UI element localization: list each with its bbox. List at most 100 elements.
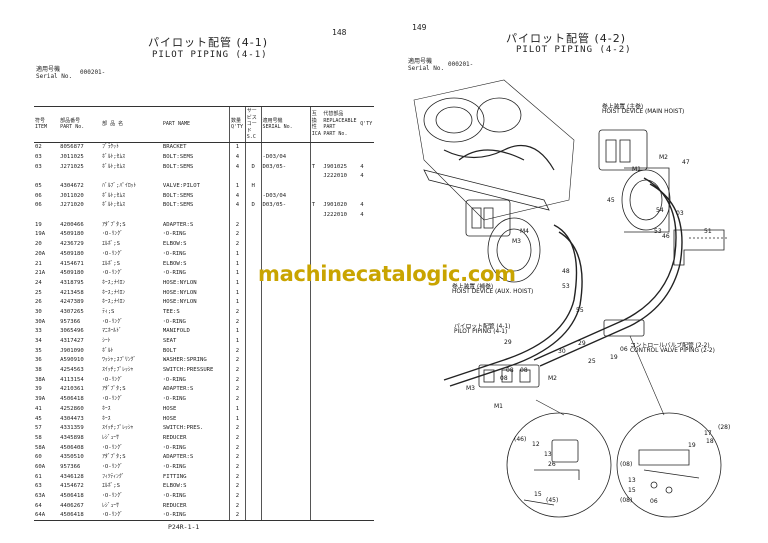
- cell-rep-part: [322, 346, 359, 356]
- cell-qty: 2: [229, 491, 246, 501]
- page-title: PILOT PIPING (4-2): [516, 45, 632, 55]
- callout-label: 13: [544, 451, 552, 458]
- cell-serial: [260, 452, 311, 463]
- cell-serial: [260, 481, 311, 492]
- callout-label: (45): [546, 497, 559, 504]
- cell-qty: 2: [229, 220, 246, 230]
- cell-part: 4318795: [60, 279, 84, 286]
- cell-name: ADAPTER:S: [162, 386, 194, 393]
- cell-name: SWITCH:PRES.: [162, 425, 204, 432]
- page-number: 149: [412, 23, 427, 32]
- callout-label: 51: [704, 228, 712, 235]
- cell-item: 58A: [35, 444, 46, 451]
- cell-jp: ﾃｨ;S: [102, 308, 115, 315]
- cell-ic: [309, 326, 323, 337]
- callout-label: (08): [620, 497, 633, 504]
- cell-ic: [309, 394, 323, 405]
- callout-label: 53: [654, 228, 662, 235]
- cell-part: J011020: [60, 192, 84, 199]
- cell-qty: 2: [229, 229, 246, 240]
- cell-sc: [244, 355, 262, 366]
- cell-rep-part: [322, 482, 359, 492]
- cell-sc: [244, 423, 262, 434]
- cell-serial: [260, 258, 311, 269]
- cell-rep-part: J222010: [323, 212, 347, 219]
- cell-part: 4154671: [60, 260, 84, 267]
- aux-hoist-label-jp: 巻上装置 (補巻): [452, 284, 494, 290]
- cell-rep-qty: [359, 288, 374, 298]
- cell-ic: [309, 433, 323, 443]
- cell-item: 02: [35, 144, 42, 151]
- cell-rep-qty: [359, 346, 374, 356]
- cell-rep-part: J901020: [323, 202, 347, 209]
- cell-rep-part: [322, 298, 359, 308]
- detail-circle-right: [616, 412, 722, 518]
- cell-jp: ･O-ﾘﾝｸﾞ: [102, 250, 123, 257]
- cell-ic: [309, 287, 323, 298]
- cell-item: 21A: [35, 270, 46, 277]
- cell-item: 06: [35, 192, 42, 199]
- cell-rep-part: [322, 375, 359, 385]
- cell-serial: [260, 307, 311, 317]
- cell-ic: [309, 404, 323, 414]
- cell-serial: [260, 316, 311, 327]
- cell-sc: D: [244, 161, 262, 172]
- cell-item: 25: [35, 289, 42, 296]
- cell-part: 4506418: [60, 493, 84, 500]
- cell-jp: ･O-ﾘﾝｸﾞ: [102, 396, 123, 403]
- cell-qty: 2: [229, 433, 246, 443]
- cell-rep-qty: [359, 181, 374, 191]
- cell-rep-part: [322, 336, 359, 346]
- cell-rep-qty: [359, 491, 374, 501]
- cell-qty: 2: [229, 355, 246, 366]
- cell-qty: 1: [229, 268, 246, 279]
- cell-ic: [309, 510, 323, 522]
- cell-rep-part: [322, 462, 359, 472]
- cell-rep-part: J222010: [323, 173, 347, 180]
- cell-name: ELBOW:S: [162, 241, 187, 248]
- cell-jp: ﾎﾞﾙﾄ;ｾﾑｽ: [102, 192, 126, 199]
- cell-ic: [309, 190, 323, 201]
- cell-serial: [260, 278, 311, 288]
- cell-ic: [309, 413, 323, 424]
- cell-item: 35: [35, 347, 42, 354]
- drum-frame-illustration: [413, 79, 575, 221]
- cell-rep-part: [322, 394, 359, 404]
- cell-rep-part: [322, 307, 359, 317]
- cell-qty: [229, 171, 246, 182]
- cell-part: 8056877: [60, 144, 84, 151]
- cell-sc: [244, 500, 262, 511]
- callout-label: 53: [562, 283, 570, 290]
- cell-sc: [244, 142, 262, 153]
- cell-name: ･O-RING: [162, 231, 186, 238]
- cell-name: WASHER:SPRING: [162, 357, 207, 364]
- callout-label: 54: [656, 207, 664, 214]
- cell-sc: [244, 442, 262, 453]
- cell-item: 63: [35, 483, 42, 490]
- cell-part: 4304473: [60, 415, 84, 422]
- cell-ic: [309, 171, 323, 182]
- cell-name: MANIFOLD: [162, 328, 190, 335]
- cell-qty: 2: [229, 384, 246, 395]
- cell-serial: [260, 345, 311, 356]
- cell-ic: [309, 452, 323, 463]
- cell-sc: [244, 404, 262, 414]
- cell-name: HOSE:NYLON: [162, 289, 197, 296]
- cell-serial: D03/05-: [260, 200, 311, 211]
- cell-rep-qty: 4: [360, 202, 364, 209]
- callout-label: 30: [558, 348, 566, 355]
- cell-qty: 4: [229, 161, 246, 172]
- cell-qty: 2: [229, 462, 246, 472]
- cell-name: BOLT:SEMS: [162, 153, 194, 160]
- cell-rep-qty: [359, 394, 374, 404]
